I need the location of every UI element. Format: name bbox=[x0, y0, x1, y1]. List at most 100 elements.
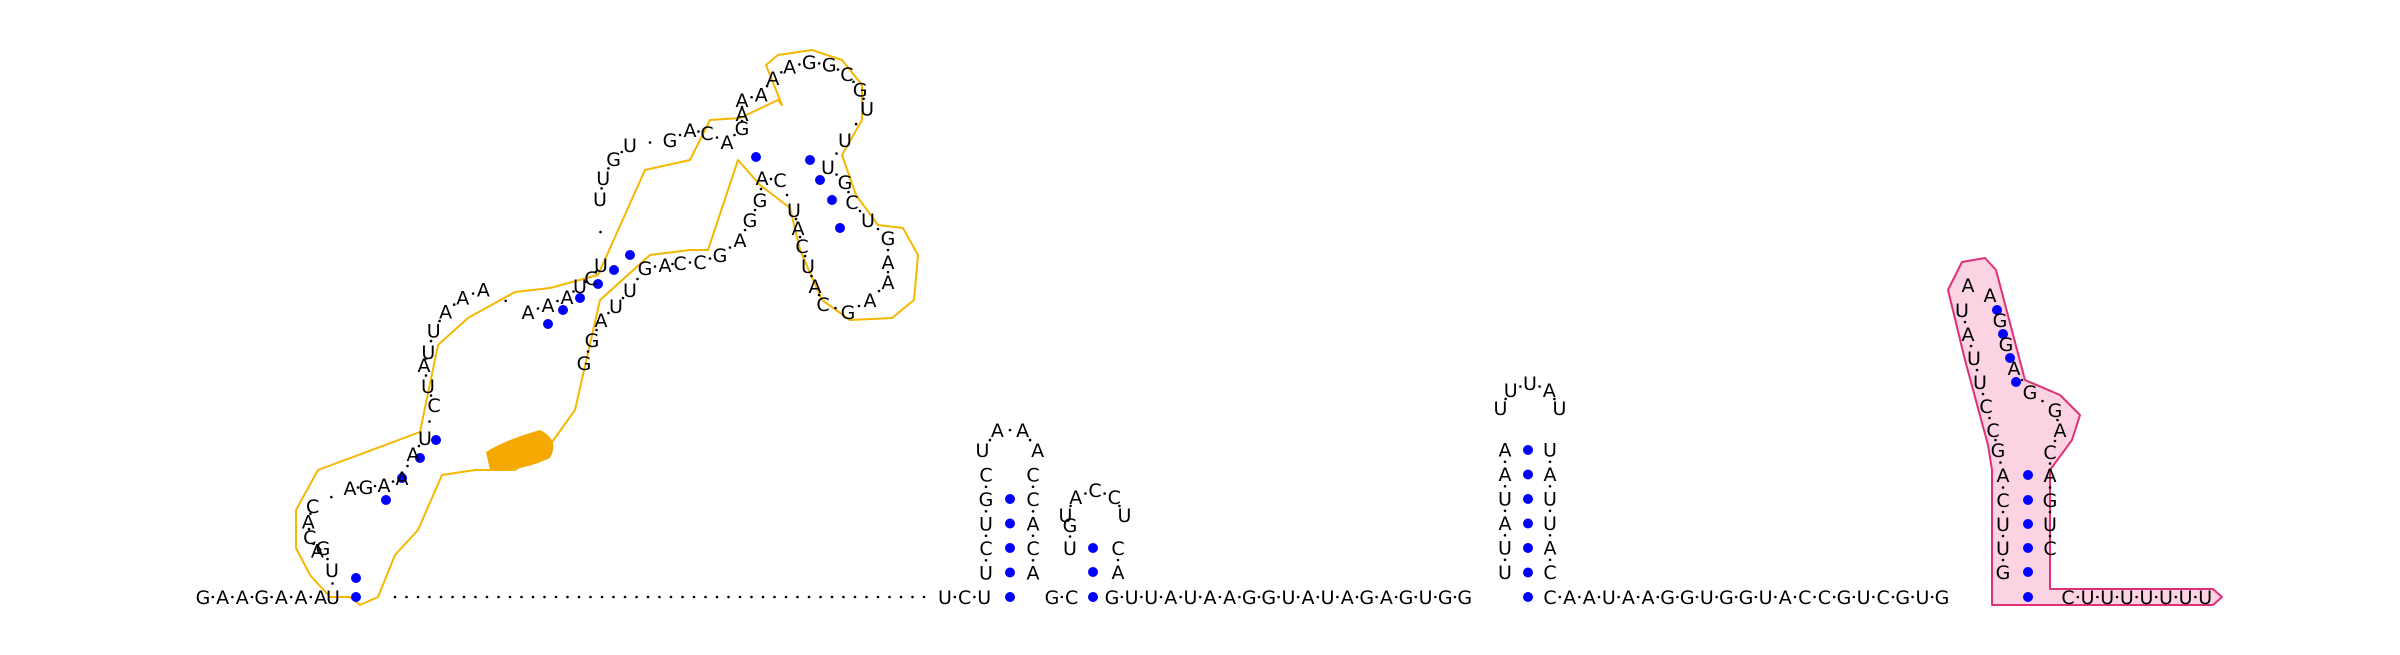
backbone-dot bbox=[1503, 460, 1507, 464]
base-pair-dot bbox=[1523, 469, 1533, 480]
hairpin3-loop: A bbox=[1543, 380, 1556, 402]
hairpin2-flank: U bbox=[1281, 587, 1295, 609]
hairpin1-loop: U bbox=[975, 440, 989, 462]
backbone-dot bbox=[577, 595, 581, 599]
backbone-dot bbox=[1793, 595, 1797, 599]
backbone-dot bbox=[429, 339, 433, 343]
backbone-dot bbox=[911, 595, 914, 599]
backbone-dot bbox=[438, 319, 441, 323]
backbone-dot bbox=[1548, 558, 1552, 562]
backbone-dot bbox=[1891, 595, 1895, 599]
hairpin1-stem5: C bbox=[979, 538, 992, 560]
hairpin4-flank: C bbox=[2061, 587, 2074, 609]
hairpin3-stem5: A bbox=[1499, 440, 1512, 462]
hairpin1-flank: U bbox=[977, 587, 991, 609]
backbone-dot bbox=[589, 595, 592, 599]
hairpin2-flank: A bbox=[1341, 587, 1354, 609]
hairpin3-flank: U bbox=[1700, 587, 1714, 609]
backbone-dot bbox=[1676, 595, 1679, 599]
five-prime-nucleotide: G bbox=[196, 587, 211, 609]
hairpin3-loop: U bbox=[1494, 398, 1508, 420]
multibranch-nucleotide: C bbox=[584, 268, 597, 290]
base-pair-markers bbox=[351, 152, 2033, 602]
hairpin1-stem5: U bbox=[979, 514, 993, 536]
multibranch-nucleotide: A bbox=[378, 475, 391, 497]
multibranch-nucleotide: A bbox=[456, 288, 469, 310]
backbone-dot bbox=[836, 68, 840, 71]
backbone-dot bbox=[715, 136, 719, 139]
multibranch-nucleotide: A bbox=[311, 541, 324, 563]
backbone-dot bbox=[595, 328, 598, 332]
backbone-dot bbox=[798, 235, 802, 239]
multibranch-nucleotide: A bbox=[766, 68, 779, 90]
backbone-dot bbox=[984, 485, 988, 489]
base-pair-dot bbox=[1088, 567, 1098, 577]
hairpin3-flank: U bbox=[1857, 587, 1871, 609]
backbone-dot bbox=[1028, 438, 1032, 442]
backbone-dot bbox=[835, 173, 838, 176]
backbone-dot bbox=[807, 595, 811, 599]
multibranch-nucleotide: A bbox=[882, 252, 895, 274]
backbone-dot bbox=[648, 141, 652, 144]
backbone-dot bbox=[620, 150, 624, 154]
backbone-dot bbox=[1548, 460, 1552, 464]
base-pair-dot bbox=[625, 250, 635, 260]
base-pair-dot bbox=[2023, 519, 2033, 529]
backbone-dot bbox=[798, 63, 801, 66]
hairpin4-stem5: U bbox=[1996, 538, 2010, 560]
backbone-dot bbox=[886, 248, 890, 252]
backbone-dot bbox=[428, 420, 431, 423]
hairpin1-flank: C bbox=[1065, 587, 1078, 609]
hairpin2-flank: A bbox=[1204, 587, 1217, 609]
multibranch-nucleotide: A bbox=[756, 168, 769, 190]
base-pair-dot bbox=[1523, 445, 1533, 455]
backbone-dot bbox=[1238, 595, 1241, 599]
base-pair-dot bbox=[575, 293, 585, 303]
backbone-dot bbox=[765, 84, 769, 88]
multibranch-nucleotide: U bbox=[593, 189, 607, 211]
hairpin3-flank: A bbox=[1642, 587, 1655, 609]
hairpin4-flank: U bbox=[2198, 587, 2212, 609]
base-pair-dot bbox=[1005, 543, 1015, 553]
base-pair-dot bbox=[2011, 377, 2021, 387]
backbone-dot bbox=[1394, 595, 1398, 599]
backbone-dot bbox=[1558, 595, 1562, 599]
backbone-dot bbox=[406, 464, 409, 468]
backbone-dot bbox=[326, 557, 329, 561]
five-prime-nucleotide: A bbox=[295, 587, 308, 609]
five-prime-nucleotide: A bbox=[314, 587, 327, 609]
backbone-dot bbox=[704, 595, 707, 599]
backbone-dot bbox=[973, 595, 976, 599]
backbone-dot bbox=[2115, 595, 2119, 599]
backbone-dot bbox=[2194, 595, 2197, 599]
backbone-dots bbox=[211, 62, 2197, 599]
multibranch-nucleotide: G bbox=[881, 228, 896, 250]
hairpin3-stem3: U bbox=[1543, 513, 1557, 535]
hairpin3-stem5: U bbox=[1498, 489, 1512, 511]
multibranch-nucleotide: G bbox=[606, 149, 621, 171]
backbone-dot bbox=[600, 187, 603, 190]
hairpin1-stem5: G bbox=[979, 489, 994, 511]
backbone-dot bbox=[862, 97, 865, 101]
backbone-dot bbox=[1656, 595, 1660, 599]
backbone-dot bbox=[1414, 595, 1418, 599]
hairpin3-loop: U bbox=[1504, 380, 1518, 402]
multibranch-nucleotide: U bbox=[623, 135, 637, 157]
hairpin4-stem5: A bbox=[1997, 465, 2010, 487]
hairpin3-flank: U bbox=[1602, 587, 1616, 609]
backbone-dot bbox=[1548, 534, 1552, 537]
backbone-dot bbox=[1636, 595, 1640, 599]
backbone-dot bbox=[988, 438, 992, 442]
base-pair-dot bbox=[593, 279, 603, 289]
multibranch-nucleotide: A bbox=[439, 302, 452, 324]
multibranch-nucleotide: G bbox=[316, 538, 331, 560]
backbone-dot bbox=[658, 595, 661, 599]
backbone-dot bbox=[331, 582, 334, 585]
backbone-dot bbox=[1084, 492, 1087, 495]
base-pair-dot bbox=[1523, 518, 1533, 529]
backbone-dot bbox=[2174, 595, 2178, 599]
backbone-dot bbox=[554, 595, 558, 599]
backbone-dot bbox=[1538, 385, 1541, 388]
backbone-dot bbox=[1548, 509, 1552, 513]
